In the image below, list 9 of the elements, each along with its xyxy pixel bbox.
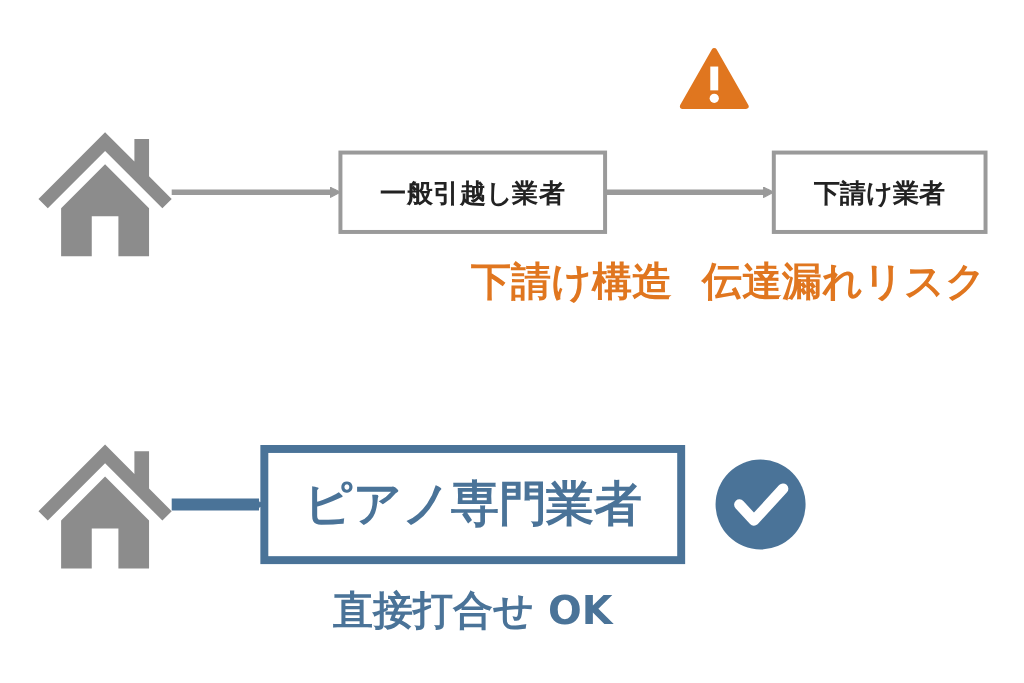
arrow	[605, 185, 775, 198]
note-text: 下請け構造	[470, 257, 672, 304]
company-box: 一般引越し業者	[338, 150, 608, 234]
house-icon	[38, 444, 172, 568]
note-text: 伝達漏れリスク	[701, 257, 986, 304]
note-text: 直接打合せ OK	[333, 586, 613, 633]
house-icon	[38, 131, 172, 256]
company-box: 下請け業者	[771, 150, 988, 234]
company-box: ピアノ専門業者	[260, 444, 686, 564]
